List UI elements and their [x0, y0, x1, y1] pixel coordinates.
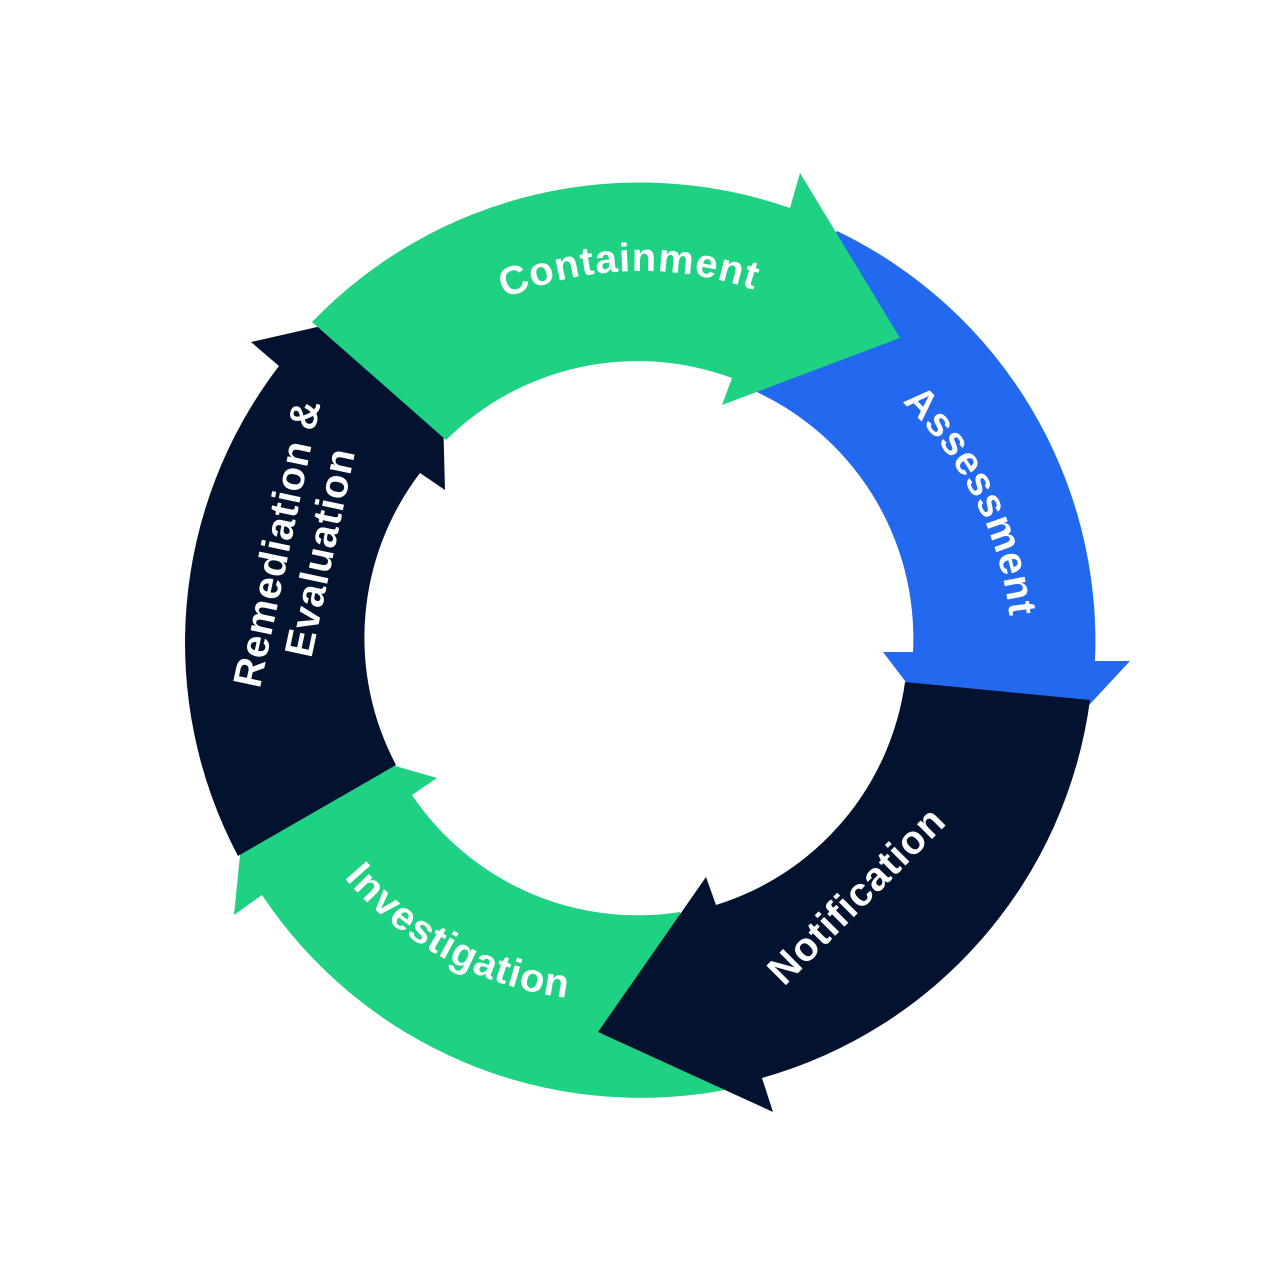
notification-arrow [598, 682, 1090, 1112]
remediation-evaluation-arrow [185, 299, 446, 856]
containment-arrow [312, 173, 900, 440]
assessment-arrow [748, 231, 1130, 803]
investigation-arrow [234, 725, 725, 1098]
